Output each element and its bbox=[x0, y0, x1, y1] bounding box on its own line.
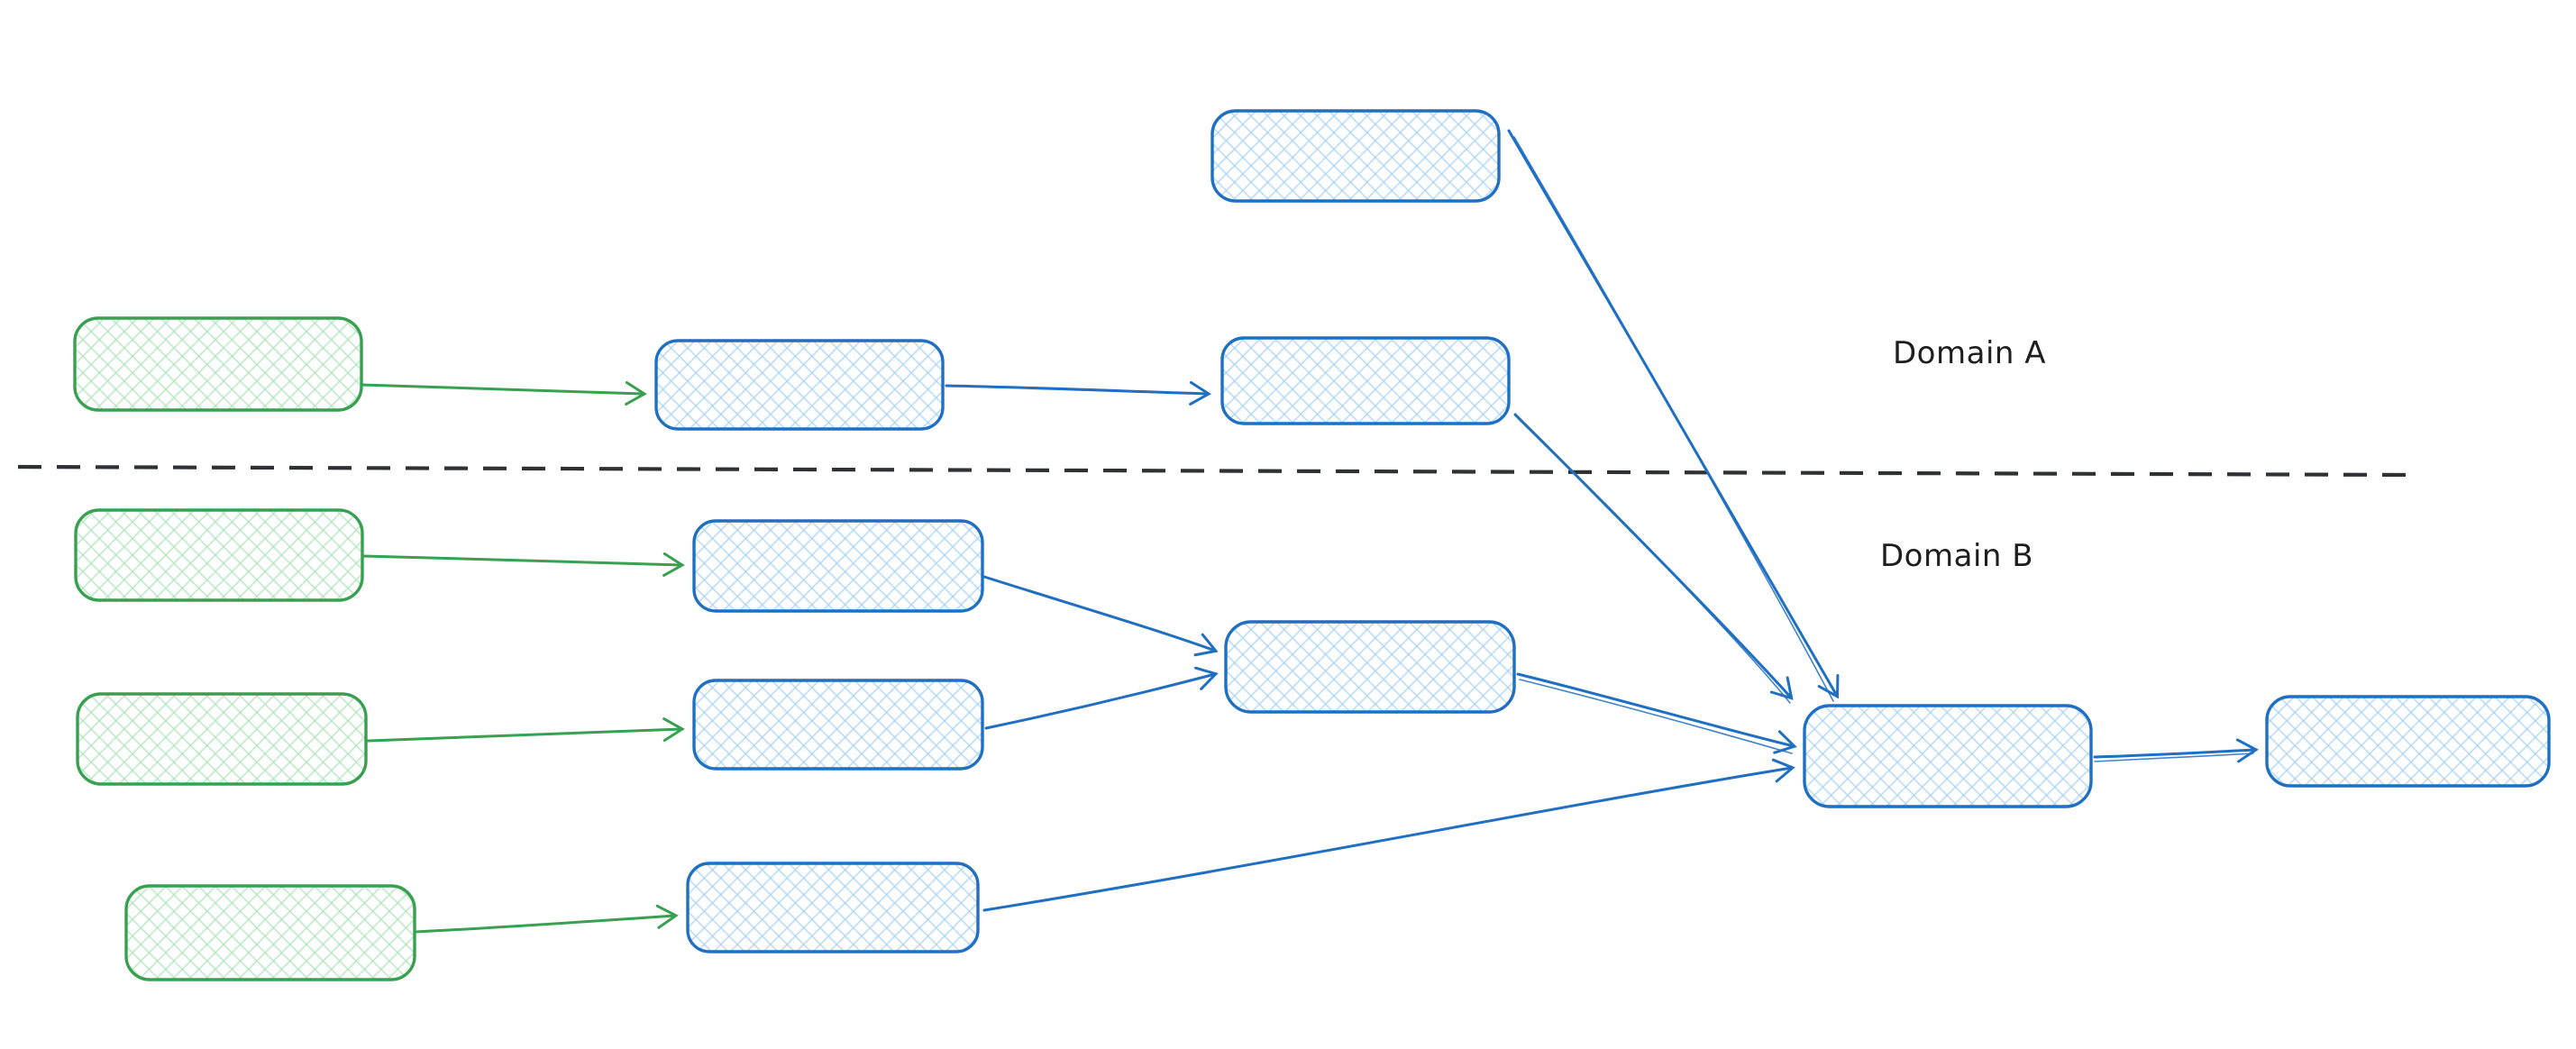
a-source-node bbox=[73, 316, 363, 412]
b-stage1-3-node bbox=[686, 862, 980, 953]
arrow-a-source-to-a-stage1 bbox=[360, 380, 647, 406]
a-stage1-node bbox=[654, 339, 945, 431]
arrow-b-source1-to-b-stage1 bbox=[361, 552, 685, 577]
arrow-b-stage2-to-merge bbox=[984, 666, 1219, 730]
a-stage2-node bbox=[1220, 336, 1511, 425]
arrow-a-top-to-aggregate bbox=[1507, 129, 1840, 699]
b-merge-node bbox=[1224, 620, 1516, 714]
domain-a-label: Domain A bbox=[1893, 335, 2046, 371]
arrow-merge-to-aggregate bbox=[1516, 672, 1797, 754]
aggregate-node bbox=[1803, 704, 2093, 808]
output-node bbox=[2265, 695, 2551, 788]
b-source-1-node bbox=[74, 508, 364, 602]
arrow-a-stage2-to-aggregate bbox=[1513, 413, 1794, 700]
arrow-sketch-stroke bbox=[1519, 419, 1791, 704]
domain-divider-line bbox=[17, 464, 2419, 478]
arrow-sketch-stroke bbox=[1519, 679, 1793, 754]
arrow-aggregate-to-output bbox=[2093, 738, 2259, 763]
arrow-a-stage1-to-a-stage2 bbox=[945, 380, 1211, 406]
arrow-b-source2-to-b-stage2 bbox=[366, 717, 685, 743]
b-source-2-node bbox=[76, 692, 368, 786]
domain-b-label: Domain B bbox=[1880, 538, 2033, 574]
a-top-source-node bbox=[1210, 109, 1501, 203]
arrow-b-stage3-to-aggregate bbox=[982, 758, 1795, 912]
b-stage1-2-node bbox=[692, 679, 984, 771]
arrow-sketch-stroke bbox=[2094, 753, 2254, 762]
arrow-b-source3-to-b-stage3 bbox=[414, 904, 679, 934]
b-stage1-1-node bbox=[692, 519, 984, 613]
b-source-3-node bbox=[124, 884, 416, 981]
arrow-b-stage1-to-merge bbox=[982, 575, 1219, 657]
